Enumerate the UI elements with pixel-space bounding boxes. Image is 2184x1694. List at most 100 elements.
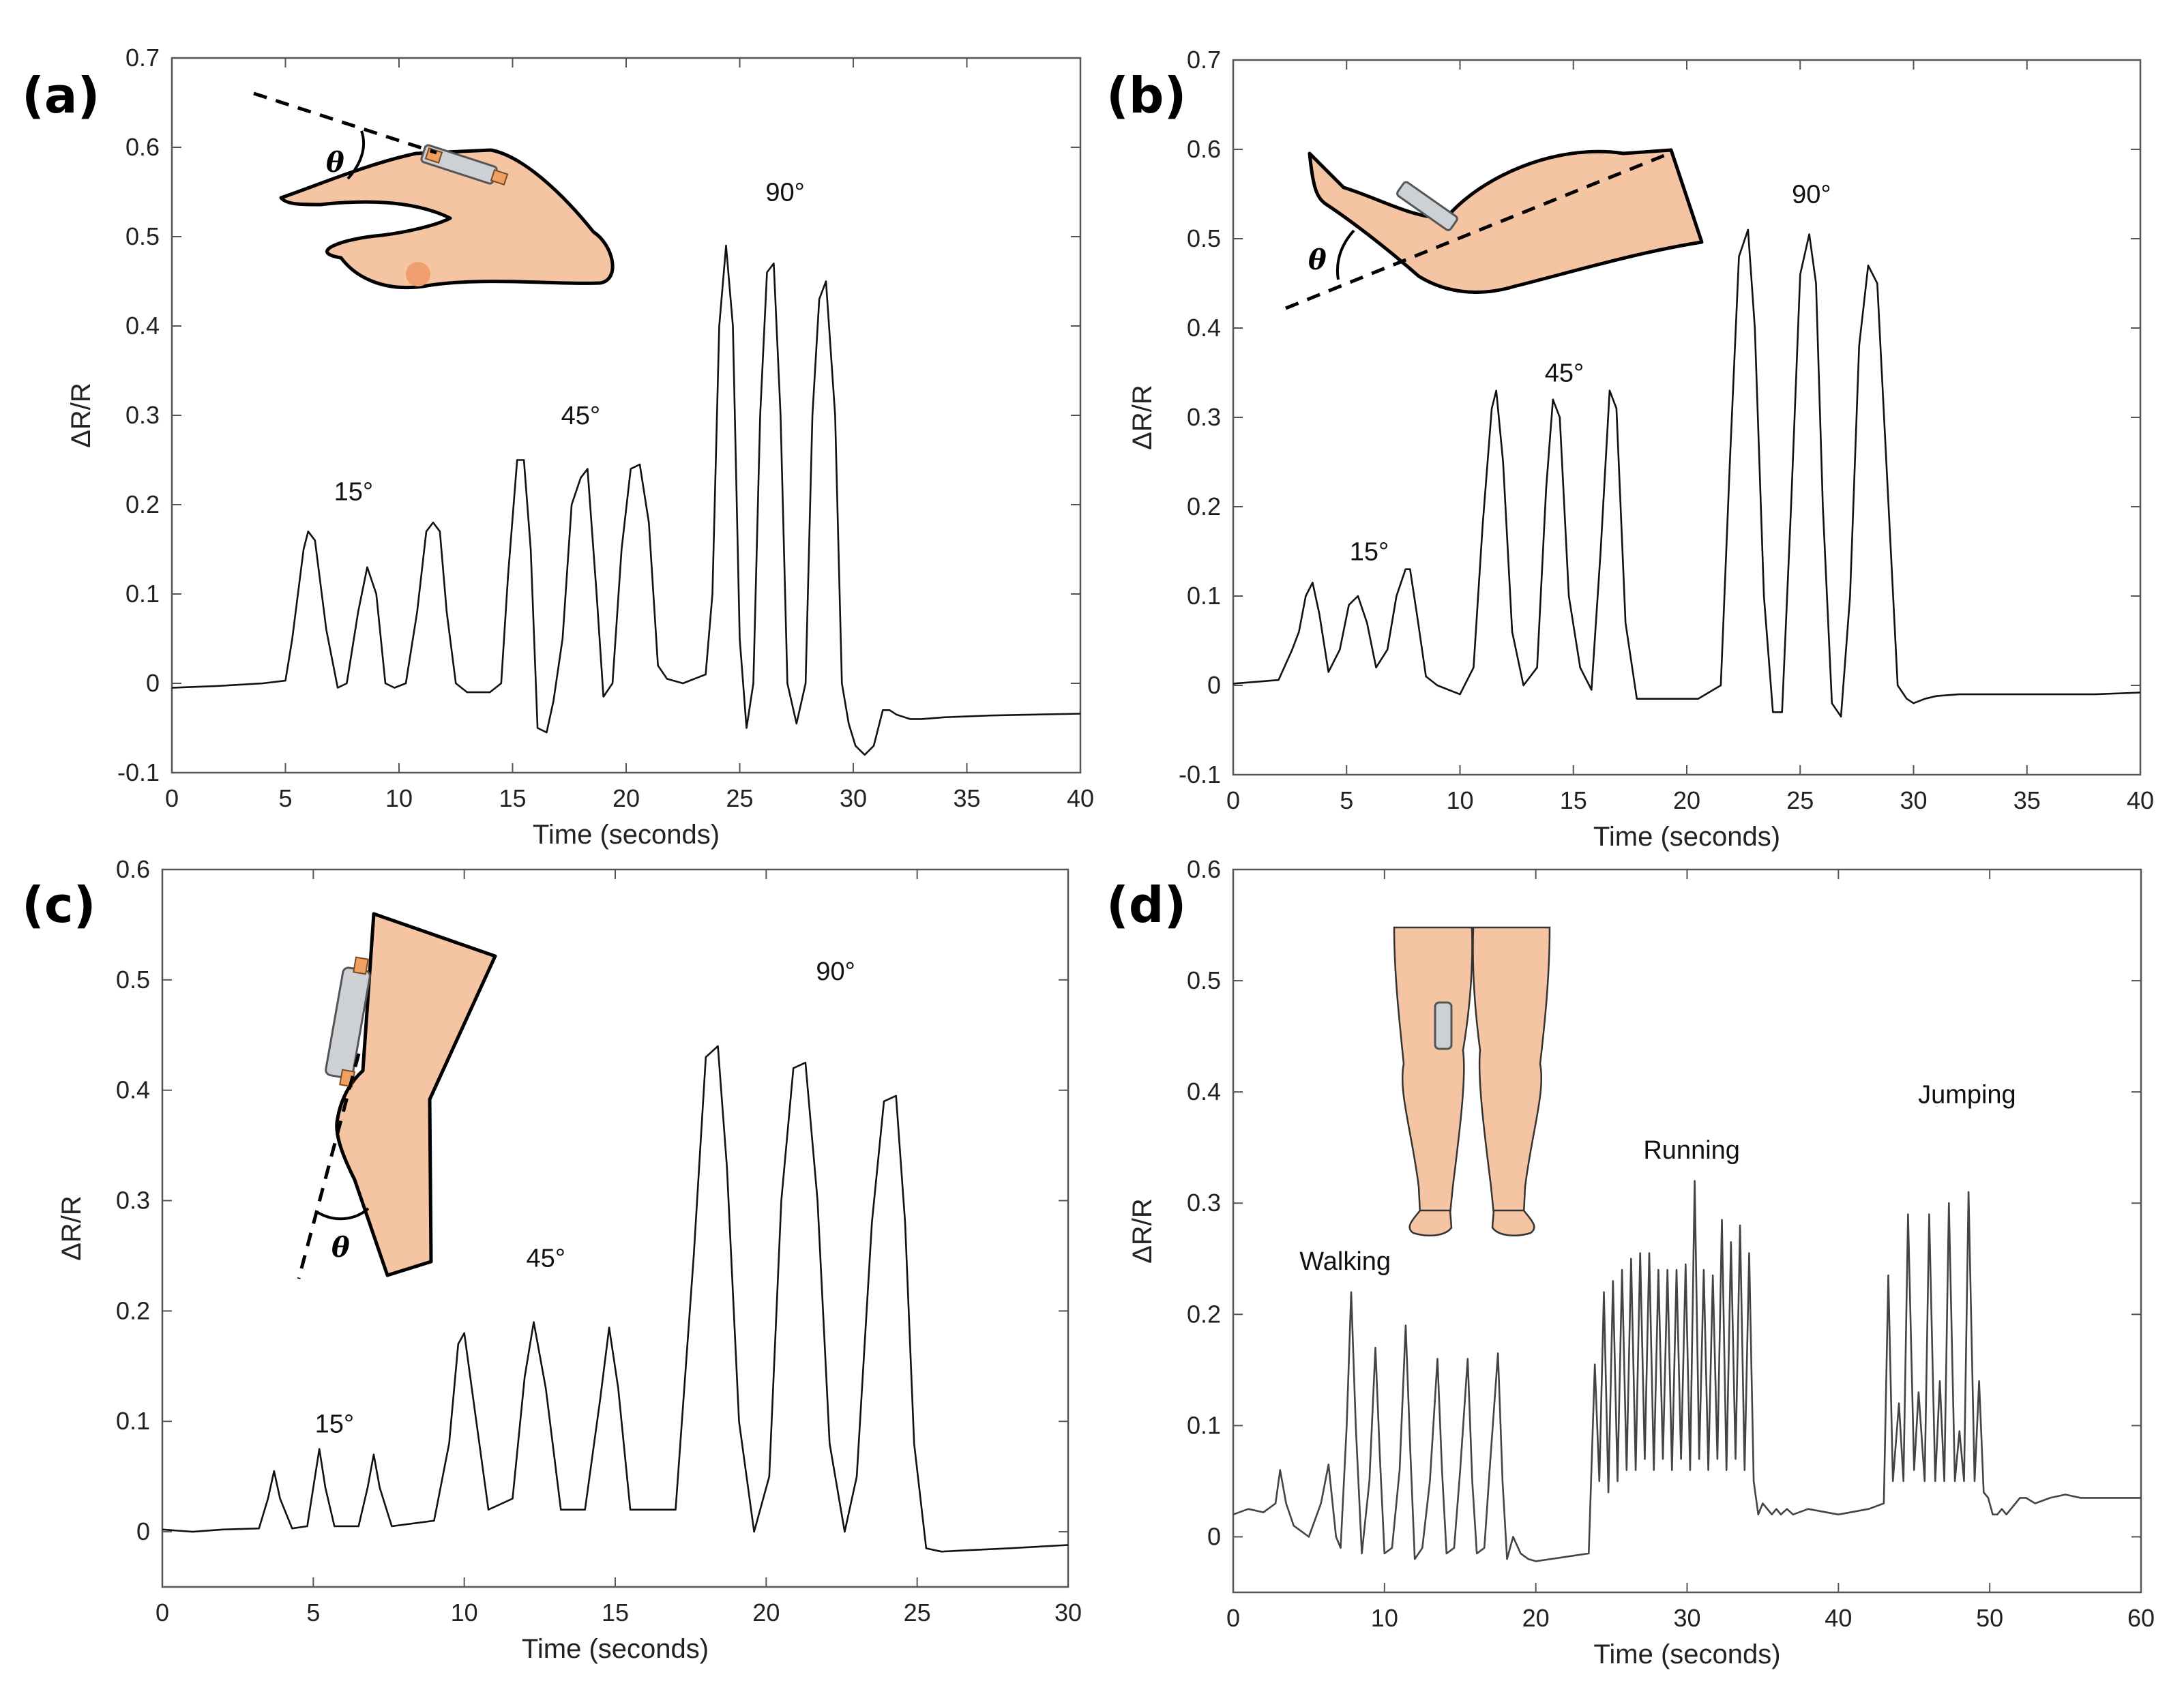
y-tick-label: 0.7 <box>1187 46 1221 74</box>
y-tick-label: 0.1 <box>116 1407 150 1435</box>
panel-label: (b) <box>1106 67 1186 124</box>
annotation-label: 45° <box>1545 359 1584 388</box>
y-axis-label: ΔR/R <box>66 383 96 448</box>
x-tick-label: 25 <box>904 1599 931 1626</box>
y-tick-label: 0.5 <box>116 966 150 994</box>
x-tick-label: 30 <box>1054 1599 1082 1626</box>
x-axis-label: Time (seconds) <box>1593 1639 1780 1669</box>
annotation-label: 15° <box>1350 538 1389 567</box>
x-tick-label: 15 <box>1560 786 1587 814</box>
series-line <box>162 1045 1069 1553</box>
axes-frame <box>1232 59 2142 776</box>
x-tick-label: 60 <box>2127 1604 2155 1632</box>
y-axis-label: ΔR/R <box>1127 385 1157 450</box>
y-tick-label: 0.1 <box>1187 1411 1221 1439</box>
y-tick-label: -0.1 <box>1179 760 1221 788</box>
x-tick-label: 5 <box>278 784 292 812</box>
annotation-label: 90° <box>765 179 804 207</box>
y-tick-label: 0.2 <box>1187 1300 1221 1328</box>
y-tick-label: 0 <box>146 669 160 697</box>
x-tick-label: 35 <box>953 784 980 812</box>
x-tick-label: 30 <box>1900 786 1927 814</box>
theta-label: θ <box>1308 244 1327 276</box>
elbow-bend-icon: θ <box>1285 148 1704 310</box>
y-tick-label: 0.3 <box>126 401 160 429</box>
x-tick-label: 35 <box>2013 786 2041 814</box>
x-tick-label: 25 <box>726 784 753 812</box>
y-tick-label: 0.4 <box>1187 1078 1221 1105</box>
y-tick-label: 0.7 <box>126 44 160 72</box>
legs-icon <box>1393 926 1551 1236</box>
knee-bend-icon: θ <box>297 912 497 1279</box>
x-tick-label: 20 <box>613 784 640 812</box>
y-tick-label: 0.3 <box>1187 1189 1221 1217</box>
x-tick-label: 20 <box>1673 786 1700 814</box>
annotation-label: 15° <box>334 477 373 506</box>
x-tick-label: 40 <box>1067 784 1094 812</box>
x-tick-label: 40 <box>2127 786 2154 814</box>
y-tick-label: 0.6 <box>1187 855 1221 883</box>
y-tick-label: 0 <box>1207 671 1221 699</box>
y-tick-label: 0.6 <box>1187 135 1221 163</box>
panel-label: (a) <box>22 67 100 124</box>
y-tick-label: 0.2 <box>116 1296 150 1324</box>
panel-label: (c) <box>22 876 96 934</box>
annotation-label: 45° <box>526 1245 565 1273</box>
annotation-label: 15° <box>315 1410 354 1438</box>
x-tick-label: 15 <box>602 1599 629 1626</box>
x-tick-label: 0 <box>156 1599 169 1626</box>
y-tick-label: 0.5 <box>1187 224 1221 252</box>
finger-bend-icon: θ <box>253 91 615 290</box>
annotation-label: Running <box>1643 1136 1740 1165</box>
x-axis-label: Time (seconds) <box>533 820 720 850</box>
x-tick-label: 10 <box>385 784 413 812</box>
panel-label: (d) <box>1106 876 1186 934</box>
y-axis-label: ΔR/R <box>1127 1198 1157 1264</box>
x-tick-label: 0 <box>165 784 179 812</box>
x-tick-label: 30 <box>1673 1604 1700 1632</box>
x-axis-label: Time (seconds) <box>1593 822 1780 852</box>
x-tick-label: 30 <box>840 784 867 812</box>
series-line <box>171 244 1081 756</box>
y-tick-label: 0 <box>136 1517 150 1545</box>
annotation-label: 90° <box>816 957 855 986</box>
y-tick-label: 0.2 <box>1187 492 1221 520</box>
y-axis-label: ΔR/R <box>57 1195 87 1261</box>
theta-label: θ <box>331 1232 350 1264</box>
annotation-label: Walking <box>1299 1247 1391 1276</box>
x-tick-label: 15 <box>499 784 526 812</box>
axes-frame <box>171 57 1082 774</box>
x-tick-label: 0 <box>1226 1604 1240 1632</box>
x-tick-label: 0 <box>1226 786 1240 814</box>
x-tick-label: 40 <box>1825 1604 1852 1632</box>
y-tick-label: 0.1 <box>1187 582 1221 610</box>
series-line <box>1233 228 2141 718</box>
x-tick-label: 20 <box>752 1599 780 1626</box>
y-tick-label: -0.1 <box>117 758 160 786</box>
theta-label: θ <box>326 147 344 179</box>
annotation-label: 45° <box>561 402 600 430</box>
x-tick-label: 10 <box>1446 786 1473 814</box>
x-tick-label: 50 <box>1976 1604 2003 1632</box>
y-tick-label: 0.5 <box>126 222 160 250</box>
y-tick-label: 0.1 <box>126 580 160 608</box>
y-tick-label: 0.4 <box>126 312 160 340</box>
x-axis-label: Time (seconds) <box>522 1634 709 1664</box>
x-tick-label: 10 <box>1371 1604 1398 1632</box>
x-tick-label: 10 <box>451 1599 478 1626</box>
y-tick-label: 0.6 <box>116 855 150 883</box>
x-tick-label: 25 <box>1786 786 1814 814</box>
x-tick-label: 5 <box>1340 786 1353 814</box>
annotation-label: Jumping <box>1918 1080 2016 1109</box>
y-tick-label: 0 <box>1207 1522 1221 1550</box>
annotation-label: 90° <box>1792 181 1831 209</box>
